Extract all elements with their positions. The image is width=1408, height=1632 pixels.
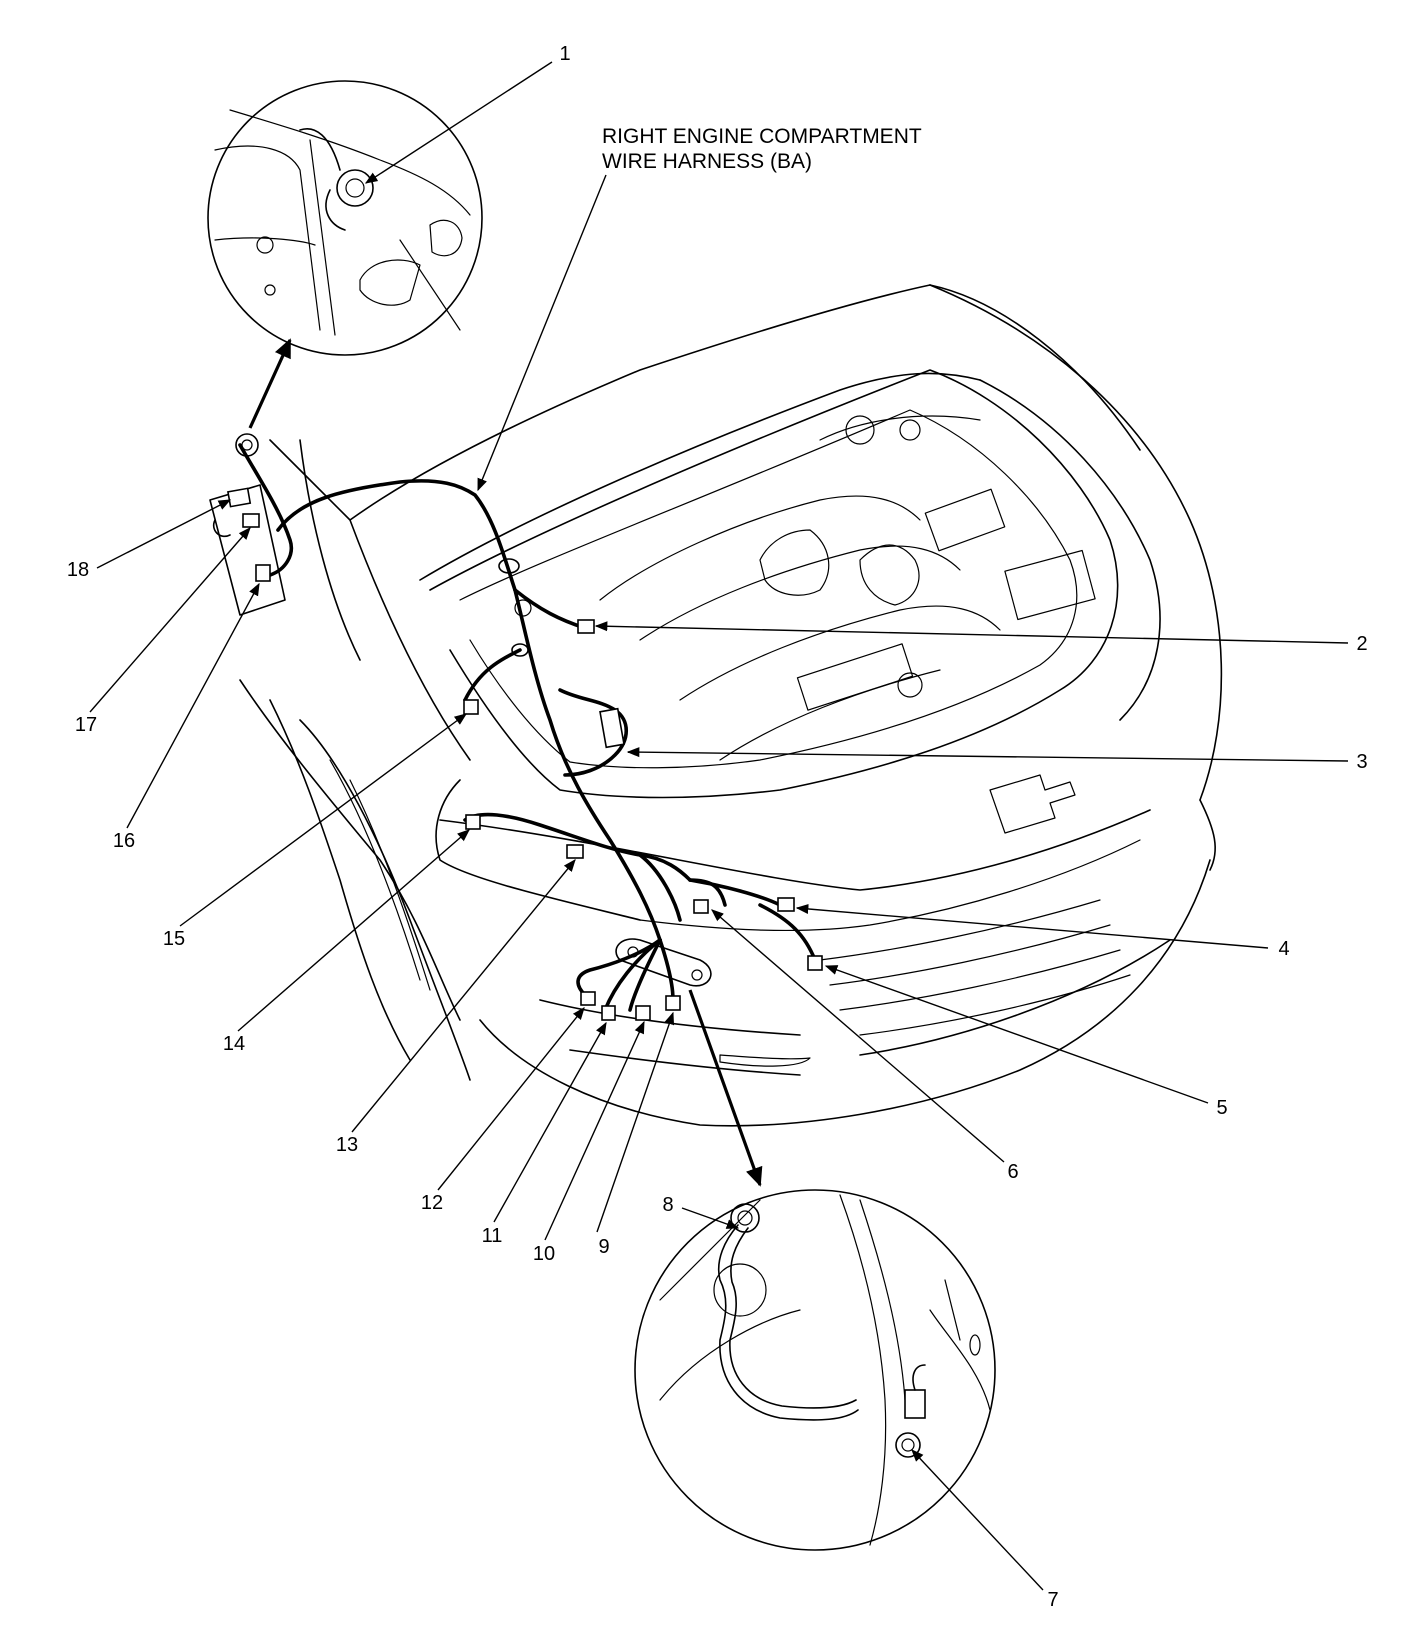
harness-label-line1: RIGHT ENGINE COMPARTMENT (602, 125, 922, 148)
callout-leaders (89, 61, 1349, 1591)
callout-8: 8 (662, 1194, 673, 1216)
callout-2: 2 (1356, 633, 1367, 655)
callout-9: 9 (598, 1236, 609, 1258)
callout-18: 18 (67, 559, 89, 581)
callout-1: 1 (559, 43, 570, 65)
callout-15: 15 (163, 928, 185, 950)
detail-inset-top (207, 80, 483, 356)
car-body (239, 284, 1223, 1127)
connectors (227, 487, 823, 1021)
callout-14: 14 (223, 1033, 245, 1055)
callout-4: 4 (1278, 938, 1289, 960)
callout-6: 6 (1007, 1161, 1018, 1183)
inset-top-pointer (248, 338, 292, 429)
callout-11: 11 (482, 1225, 503, 1247)
detail-inset-bottom (634, 1189, 996, 1551)
harness-label-line2: WIRE HARNESS (BA) (602, 150, 812, 173)
harness-leader (477, 174, 607, 492)
callout-10: 10 (533, 1243, 555, 1265)
callout-17: 17 (75, 714, 97, 736)
callout-7: 7 (1047, 1589, 1058, 1611)
callout-16: 16 (113, 830, 135, 852)
callout-numbers: 1 2 3 4 5 6 7 8 9 10 11 12 13 14 15 16 1… (67, 43, 1368, 1611)
wire-harness (209, 433, 817, 1012)
callout-13: 13 (336, 1134, 358, 1156)
callout-12: 12 (421, 1192, 443, 1214)
callout-5: 5 (1216, 1097, 1227, 1119)
inset-bottom-pointer (688, 989, 763, 1187)
callout-3: 3 (1356, 751, 1367, 773)
